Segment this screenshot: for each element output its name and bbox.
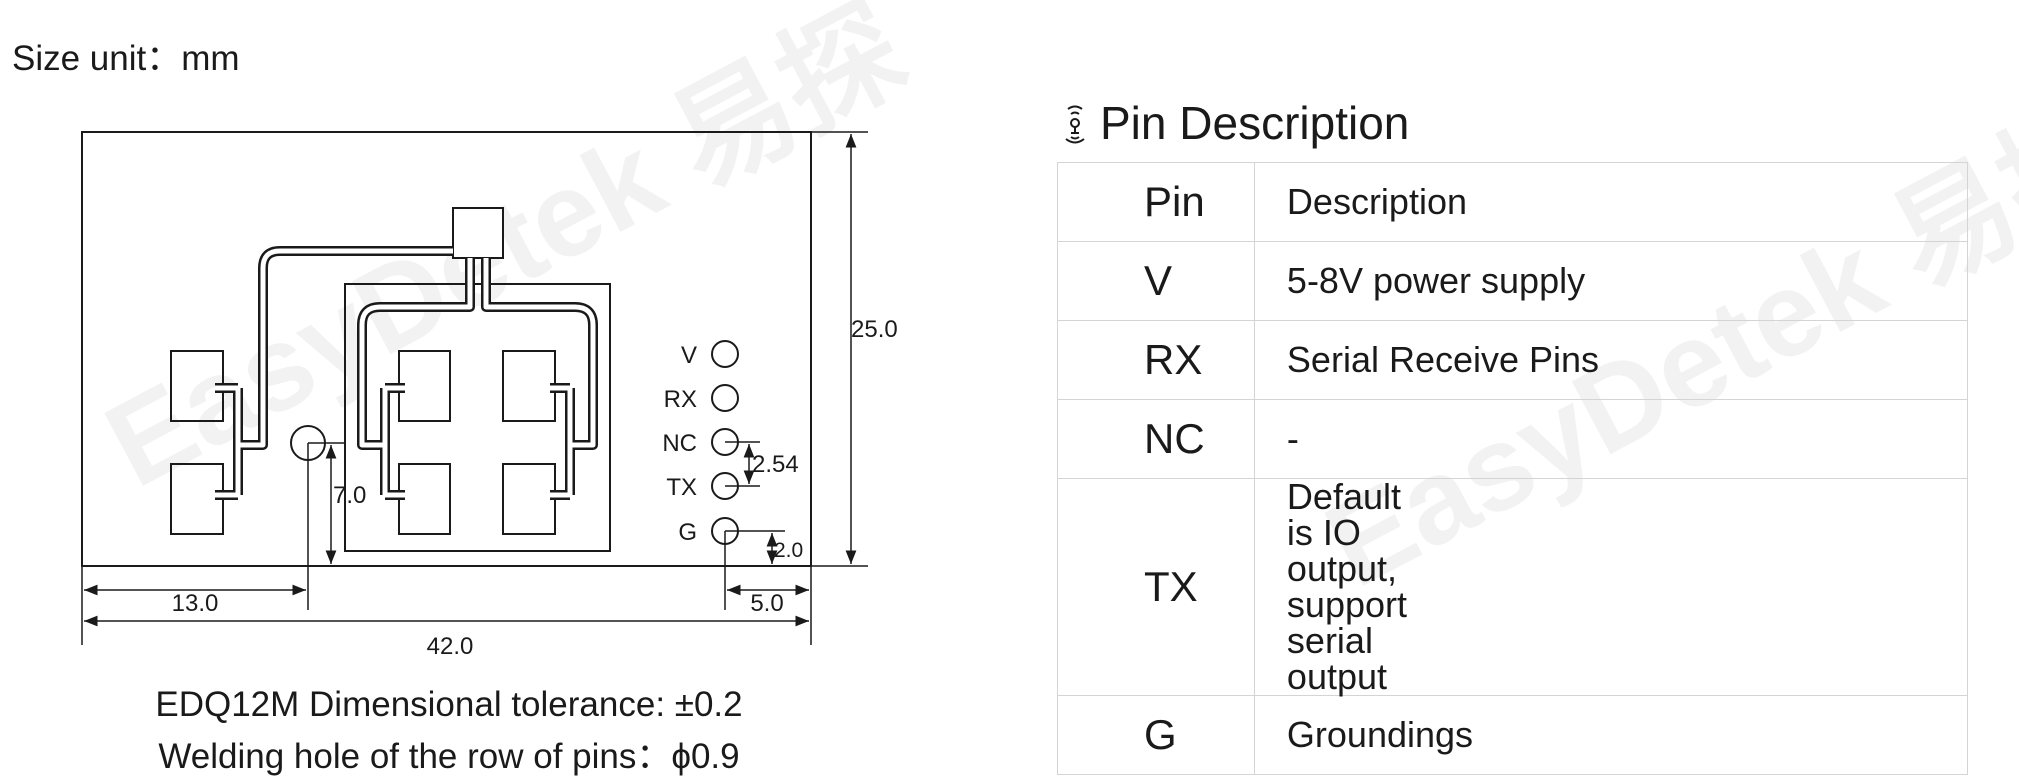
pin-label: NC <box>662 430 697 457</box>
pin-cell: G <box>1057 695 1255 775</box>
description-cell: Groundings <box>1253 695 1969 775</box>
pin-cell: NC <box>1057 399 1255 479</box>
dim-pin-pitch: 2.54 <box>752 451 799 478</box>
pin-description-table: Pin Description V 5-8V power supply RX S… <box>1057 162 1969 775</box>
pin-label: G <box>678 519 697 546</box>
header-pin: Pin <box>1057 162 1255 242</box>
table-row: RX Serial Receive Pins <box>1057 320 1969 400</box>
radar-sensor-icon <box>1065 105 1085 144</box>
table-row: TX Default is IO output, support serial … <box>1057 478 1969 696</box>
pin-cell: TX <box>1057 478 1255 696</box>
pin-cell: RX <box>1057 320 1255 400</box>
chip <box>452 207 504 259</box>
table-row: V 5-8V power supply <box>1057 241 1969 321</box>
pin-hole-v <box>711 340 739 368</box>
traces <box>215 246 598 500</box>
description-cell: 5-8V power supply <box>1253 241 1969 321</box>
dim-width: 42.0 <box>427 633 474 660</box>
dim-height: 25.0 <box>851 316 898 343</box>
pin-label: RX <box>664 386 697 413</box>
header-description: Description <box>1253 162 1969 242</box>
table-row: NC - <box>1057 399 1969 479</box>
dim-hole-x: 13.0 <box>172 590 219 617</box>
pin-label: TX <box>666 474 697 501</box>
patch <box>398 463 451 535</box>
welding-hole-note: Welding hole of the row of pins：ϕ0.9 <box>158 737 740 776</box>
dim-pin-right: 5.0 <box>750 590 783 617</box>
tolerance-note: EDQ12M Dimensional tolerance: ±0.2 <box>155 685 743 724</box>
table-row: G Groundings <box>1057 695 1969 775</box>
patch <box>398 350 451 422</box>
pin-hole-rx <box>711 384 739 412</box>
description-cell: Serial Receive Pins <box>1253 320 1969 400</box>
dim-pin-bottom: 2.0 <box>774 539 803 562</box>
dimension-lines <box>81 131 868 645</box>
description-cell: Default is IO output, support serial out… <box>1253 478 1969 696</box>
size-unit-label: Size unit：mm <box>12 39 240 78</box>
pin-cell: V <box>1057 241 1255 321</box>
dim-hole-y: 7.0 <box>333 482 366 509</box>
antenna-area <box>344 283 611 552</box>
description-cell: - <box>1253 399 1969 479</box>
board-outline <box>81 131 812 567</box>
module-dimension-drawing: V RX NC TX G 25.0 13.0 5.0 42.0 7.0 2.54… <box>81 131 898 660</box>
patch <box>502 350 556 422</box>
table-header-row: Pin Description <box>1057 162 1969 242</box>
pin-label: V <box>681 342 697 369</box>
pin-description-title-text: Pin Description <box>1100 97 1410 149</box>
pin-description-title: Pin Description <box>1058 96 1409 150</box>
patch <box>502 463 556 535</box>
